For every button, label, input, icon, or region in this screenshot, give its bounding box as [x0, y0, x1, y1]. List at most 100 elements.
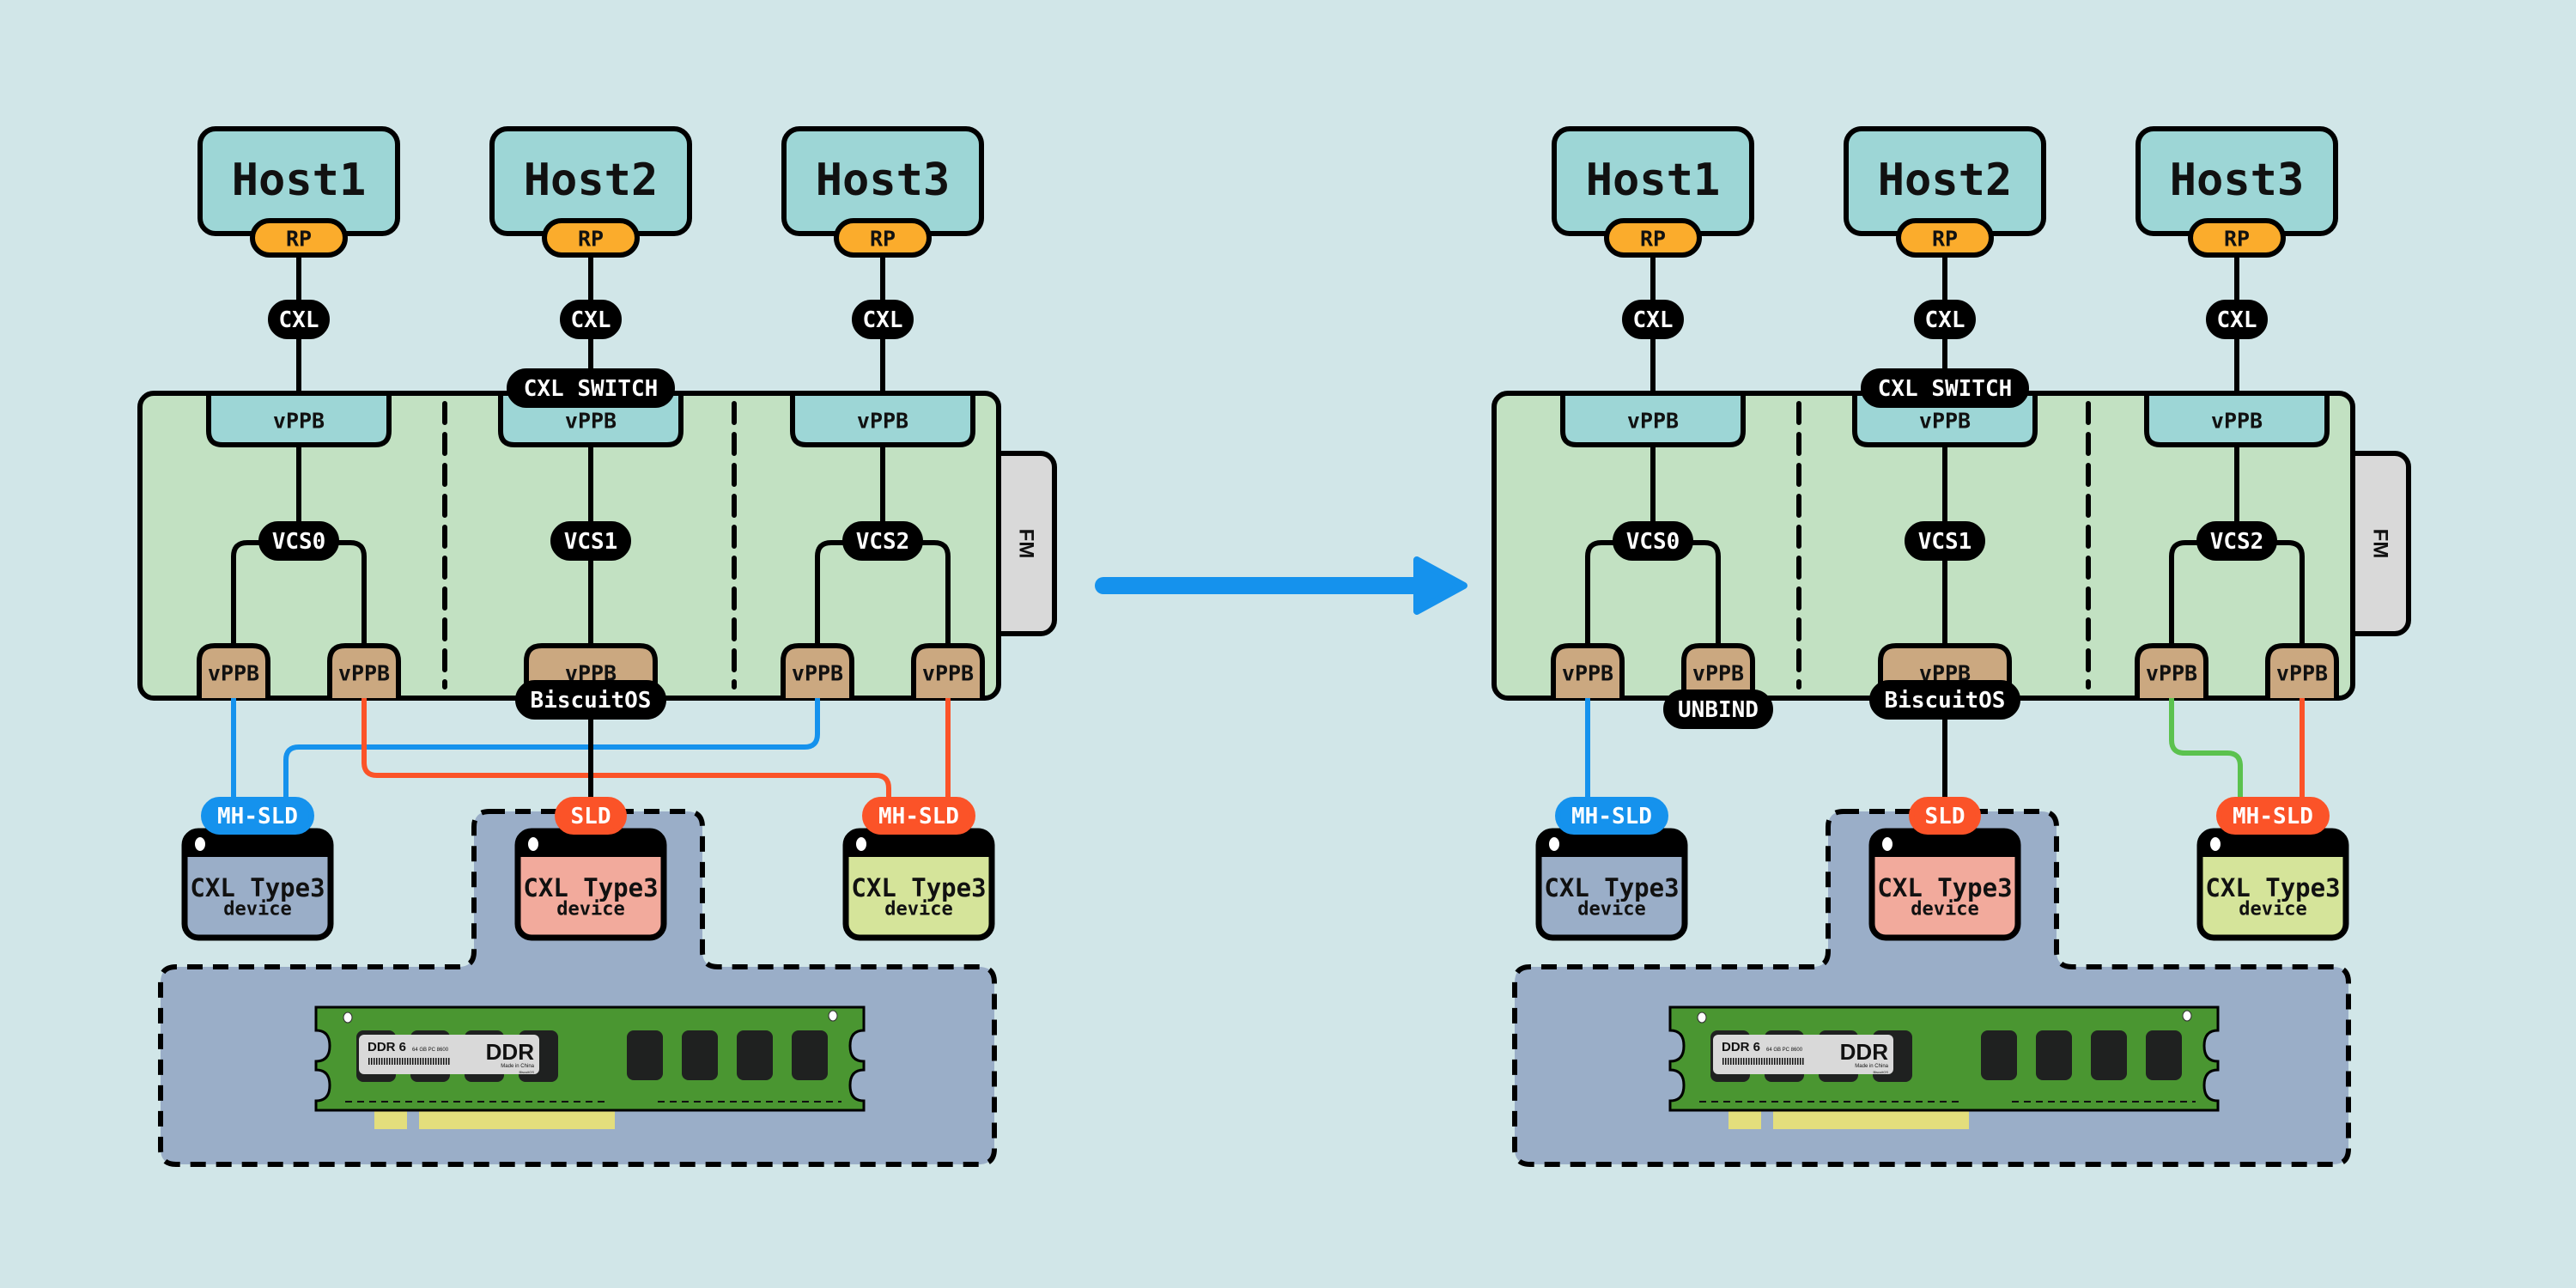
device-title: CXL Type3 — [190, 873, 325, 902]
device-subtitle: device — [884, 899, 952, 920]
device-type-tag-shape — [2216, 797, 2330, 835]
ddr-type-text: DDR 6 — [368, 1040, 406, 1054]
vcs-2-badge-label: VCS2 — [2210, 529, 2264, 555]
vcs-0-badge-label: VCS0 — [272, 529, 326, 555]
vcs-2-badge: VCS2 — [842, 521, 923, 561]
device-title: CXL Type3 — [1544, 873, 1679, 902]
upstream-vppb — [2144, 396, 2330, 447]
cxl-link-badge: CXL — [852, 300, 914, 339]
device-type-tag-shape — [1555, 797, 1668, 835]
vcs-2-badge-label: VCS2 — [856, 529, 910, 555]
ddr-pcb — [314, 1005, 866, 1112]
downstream-vppb-label: vPPB — [2146, 661, 2197, 686]
downstream-vppb-label: vPPB — [922, 661, 974, 686]
downstream-vppb — [2135, 643, 2208, 698]
downstream-vppb — [781, 643, 854, 698]
ddr-hole — [1697, 1012, 1707, 1024]
upstream-vppb — [498, 396, 683, 447]
cxl-link-badge-label: CXL — [571, 307, 611, 333]
ddr-maker-text: BiscuitOS — [519, 1070, 534, 1074]
device-subtitle: device — [1577, 899, 1645, 920]
upstream-vppb-label: vPPB — [2211, 409, 2263, 434]
downstream-vppb — [911, 643, 985, 698]
link-orange — [361, 698, 891, 816]
device-type-tag-shape — [862, 797, 975, 835]
fabric-manager-label: FM — [2369, 529, 2392, 559]
ddr-pcb — [1668, 1005, 2220, 1112]
cxl-link-badge: CXL — [560, 300, 622, 339]
downstream-vppb-label: vPPB — [2276, 661, 2328, 686]
device-type-tag: SLD — [555, 797, 627, 835]
vcs-0-badge-shape — [1613, 521, 1693, 561]
switch-title-badge-shape — [1861, 368, 2029, 408]
device-type-tag-label: MH-SLD — [2233, 804, 2313, 829]
upstream-vppb-label: vPPB — [1627, 409, 1679, 434]
root-port-badge-label: RP — [2224, 227, 2250, 252]
device-type-tag-label: MH-SLD — [878, 804, 959, 829]
device-type-tag-label: SLD — [1925, 804, 1965, 829]
fabric-manager-label: FM — [1015, 529, 1038, 559]
device-header — [1539, 831, 1685, 857]
upstream-vppb-label: vPPB — [565, 409, 617, 434]
biscuitos-badge-label: BiscuitOS — [531, 688, 652, 714]
root-port-badge-shape — [250, 218, 348, 258]
device-subtitle: device — [223, 899, 291, 920]
unbind-badge-label: UNBIND — [1678, 697, 1759, 723]
ddr-chip — [1981, 1030, 2017, 1080]
root-port-badge: RP — [250, 218, 348, 258]
ddr-barcode — [1722, 1058, 1804, 1065]
unbind-badge-shape — [1663, 690, 1773, 729]
ddr-origin-text: Made in China — [1855, 1064, 1888, 1069]
ddr-barcode — [368, 1058, 450, 1065]
biscuitos-badge-shape — [515, 680, 666, 720]
host-label: Host2 — [1878, 155, 2013, 206]
device-type-tag: MH-SLD — [201, 797, 314, 835]
vcs-1-badge: VCS1 — [1905, 521, 1985, 561]
upstream-vppb — [790, 396, 975, 447]
device-header — [1872, 831, 2018, 857]
switch-title-badge-label: CXL SWITCH — [524, 376, 659, 402]
root-port-badge: RP — [542, 218, 640, 258]
downstream-vppb — [2265, 643, 2339, 698]
upstream-vppb — [206, 396, 392, 447]
ddr-pins — [1728, 1110, 1761, 1129]
root-port-badge-label: RP — [286, 227, 312, 252]
device-subtitle: device — [556, 899, 624, 920]
ddr-hole — [2182, 1010, 2192, 1022]
ddr-spec-text: 64 GB PC 8600 — [1766, 1048, 1803, 1053]
switch-title-badge: CXL SWITCH — [1861, 368, 2029, 408]
unbind-badge: UNBIND — [1663, 690, 1773, 729]
vcs-1-badge-label: VCS1 — [1918, 529, 1972, 555]
cxl-link-badge-label: CXL — [1633, 307, 1674, 333]
downstream-vppb — [1681, 643, 1755, 698]
ddr-type-text: DDR 6 — [1722, 1040, 1760, 1054]
upstream-vppb-label: vPPB — [273, 409, 325, 434]
downstream-vppb-label: vPPB — [792, 661, 843, 686]
upstream-vppb-label: vPPB — [1919, 409, 1971, 434]
ddr-hole — [343, 1012, 353, 1024]
root-port-badge-label: RP — [1640, 227, 1666, 252]
device-title: CXL Type3 — [851, 873, 986, 902]
ddr-chip — [2091, 1030, 2127, 1080]
device-type-tag: MH-SLD — [1555, 797, 1668, 835]
ddr-brand-text: DDR — [1840, 1039, 1889, 1065]
cxl-link-badge-shape — [852, 300, 914, 339]
ddr-maker-text: BiscuitOS — [1873, 1070, 1888, 1074]
device-led-icon — [856, 837, 866, 851]
cxl-link-badge: CXL — [2206, 300, 2268, 339]
cxl-link-badge-shape — [560, 300, 622, 339]
biscuitos-badge: BiscuitOS — [515, 680, 666, 720]
downstream-vppb-label: vPPB — [338, 661, 390, 686]
device-subtitle: device — [2239, 899, 2306, 920]
device-type-tag-label: SLD — [571, 804, 611, 829]
vcs-0-badge-shape — [258, 521, 339, 561]
